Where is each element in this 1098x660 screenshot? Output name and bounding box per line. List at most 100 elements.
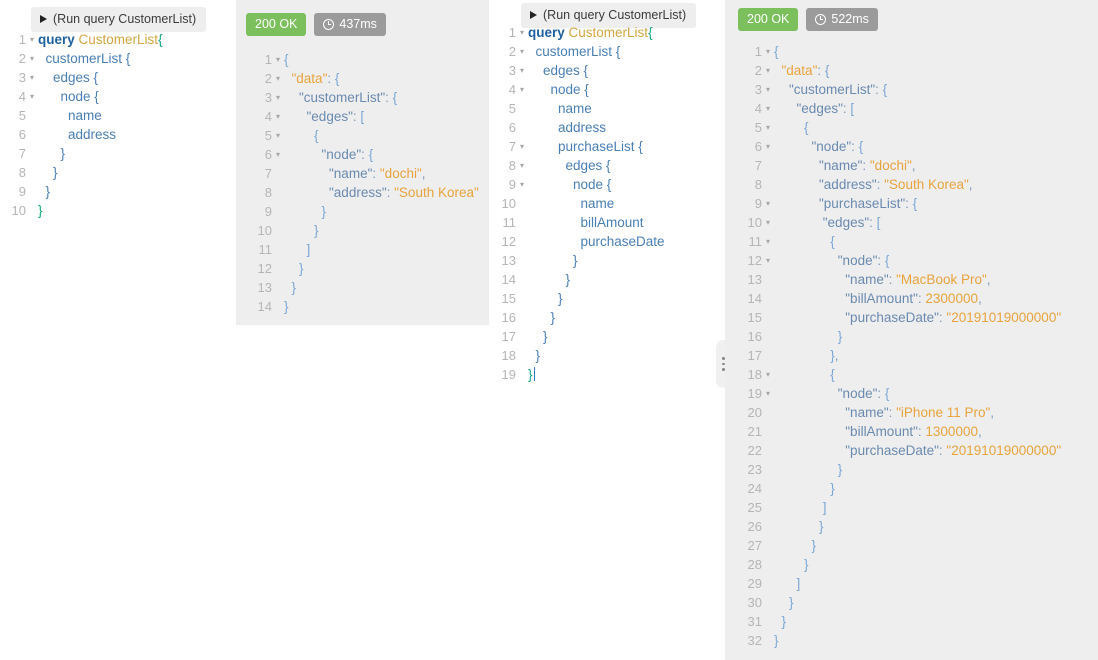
code-token: "name" (774, 272, 889, 287)
code-line-text: "name": "iPhone 11 Pro", (774, 403, 1098, 422)
fold-caret-icon[interactable]: ▾ (765, 104, 770, 113)
code-line: 4▾ "edges": [ (246, 107, 489, 126)
code-token: : (876, 177, 885, 192)
query-code-right[interactable]: 1▾query CustomerList{2▾ customerList {3▾… (490, 23, 725, 384)
fold-caret-icon[interactable]: ▾ (519, 180, 524, 189)
line-number: 6 (754, 139, 762, 154)
code-token: } (38, 165, 58, 180)
code-token: name (528, 196, 615, 211)
query-code-left[interactable]: 1▾query CustomerList{2▾ customerList {3▾… (0, 30, 236, 220)
fold-caret-icon[interactable]: ▾ (275, 131, 280, 140)
code-line: 7▾ purchaseList { (490, 137, 725, 156)
code-line-text: "purchaseDate": "20191019000000" (774, 441, 1098, 460)
code-line-text: } (528, 308, 725, 327)
line-number: 12 (747, 253, 762, 268)
code-token: { (284, 52, 289, 67)
code-token: { (824, 63, 830, 78)
query-editor-right[interactable]: (Run query CustomerList) 1▾query Custome… (490, 0, 725, 660)
code-token: billAmount (528, 215, 644, 230)
code-line: 31 } (736, 612, 1098, 631)
code-line-text: } (528, 365, 725, 384)
code-line: 15 } (490, 289, 725, 308)
result-viewer-right: 200 OK 522ms 1▾{2▾ "data": {3▾ "customer… (725, 0, 1098, 660)
code-line-text: "node": { (774, 384, 1098, 403)
status-badge-right: 200 OK (738, 8, 799, 31)
fold-caret-icon[interactable]: ▾ (29, 35, 34, 44)
code-line: 14 } (490, 270, 725, 289)
line-number: 3 (18, 70, 26, 85)
code-line-text: name (38, 106, 236, 125)
code-token: "node" (774, 386, 878, 401)
code-line: 25 ] (736, 498, 1098, 517)
line-number: 27 (747, 538, 762, 553)
line-number: 7 (508, 139, 516, 154)
fold-caret-icon[interactable]: ▾ (29, 92, 34, 101)
fold-caret-icon[interactable]: ▾ (519, 28, 524, 37)
code-line-text: } (38, 201, 236, 220)
fold-caret-icon[interactable]: ▾ (29, 54, 34, 63)
code-line-text: "edges": [ (774, 99, 1098, 118)
fold-caret-icon[interactable]: ▾ (765, 218, 770, 227)
fold-caret-icon[interactable]: ▾ (519, 85, 524, 94)
code-line-text: } (774, 460, 1098, 479)
code-token: address (528, 120, 607, 135)
code-line: 18▾ { (736, 365, 1098, 384)
fold-caret-icon[interactable]: ▾ (765, 142, 770, 151)
fold-caret-icon[interactable]: ▾ (765, 256, 770, 265)
code-line: 23 } (736, 460, 1098, 479)
code-token: , (911, 158, 916, 173)
fold-caret-icon[interactable]: ▾ (765, 199, 770, 208)
code-line: 12 } (246, 259, 489, 278)
code-line: 29 ] (736, 574, 1098, 593)
line-number: 13 (501, 253, 516, 268)
fold-caret-icon[interactable]: ▾ (765, 47, 770, 56)
code-token: } (528, 329, 548, 344)
code-line-text: name (528, 99, 725, 118)
fold-caret-icon[interactable]: ▾ (519, 66, 524, 75)
query-editor-left[interactable]: (Run query CustomerList) 1▾query Custome… (0, 0, 236, 660)
code-line: 1▾{ (246, 50, 489, 69)
fold-caret-icon[interactable]: ▾ (519, 161, 524, 170)
code-token: } (774, 329, 843, 344)
code-token: node { (38, 89, 99, 104)
fold-caret-icon[interactable]: ▾ (275, 93, 280, 102)
code-token: , (834, 348, 839, 363)
run-query-button-left[interactable]: (Run query CustomerList) (31, 7, 207, 32)
fold-caret-icon[interactable]: ▾ (765, 66, 770, 75)
line-number: 11 (748, 234, 763, 249)
fold-caret-icon[interactable]: ▾ (765, 389, 770, 398)
fold-caret-icon[interactable]: ▾ (765, 85, 770, 94)
code-line-text: "edges": [ (774, 213, 1098, 232)
fold-caret-icon[interactable]: ▾ (765, 370, 770, 379)
code-token: } (774, 633, 779, 648)
code-token: : (917, 291, 926, 306)
code-line: 14 "billAmount": 2300000, (736, 289, 1098, 308)
code-line-text: node { (528, 80, 725, 99)
code-line-text: ] (774, 574, 1098, 593)
play-triangle-icon (40, 15, 47, 24)
run-query-button-right[interactable]: (Run query CustomerList) (521, 3, 697, 28)
code-line: 28 } (736, 555, 1098, 574)
code-token: } (774, 557, 809, 572)
fold-caret-icon[interactable]: ▾ (275, 112, 280, 121)
code-line: 2▾ "data": { (736, 61, 1098, 80)
fold-caret-icon[interactable]: ▾ (275, 150, 280, 159)
code-token: : (877, 386, 885, 401)
fold-caret-icon[interactable]: ▾ (275, 74, 280, 83)
line-number: 17 (747, 348, 762, 363)
code-token: purchaseDate (528, 234, 665, 249)
fold-caret-icon[interactable]: ▾ (519, 47, 524, 56)
code-token: : (905, 196, 913, 211)
line-number: 6 (18, 127, 26, 142)
code-token: { (392, 90, 398, 105)
fold-caret-icon[interactable]: ▾ (765, 123, 770, 132)
fold-caret-icon[interactable]: ▾ (765, 237, 770, 246)
code-line: 2▾ customerList { (490, 42, 725, 61)
fold-caret-icon[interactable]: ▾ (275, 55, 280, 64)
code-line-text: "customerList": { (774, 80, 1098, 99)
fold-caret-icon[interactable]: ▾ (519, 142, 524, 151)
fold-caret-icon[interactable]: ▾ (29, 73, 34, 82)
line-number: 14 (747, 291, 762, 306)
code-token: { (774, 120, 809, 135)
